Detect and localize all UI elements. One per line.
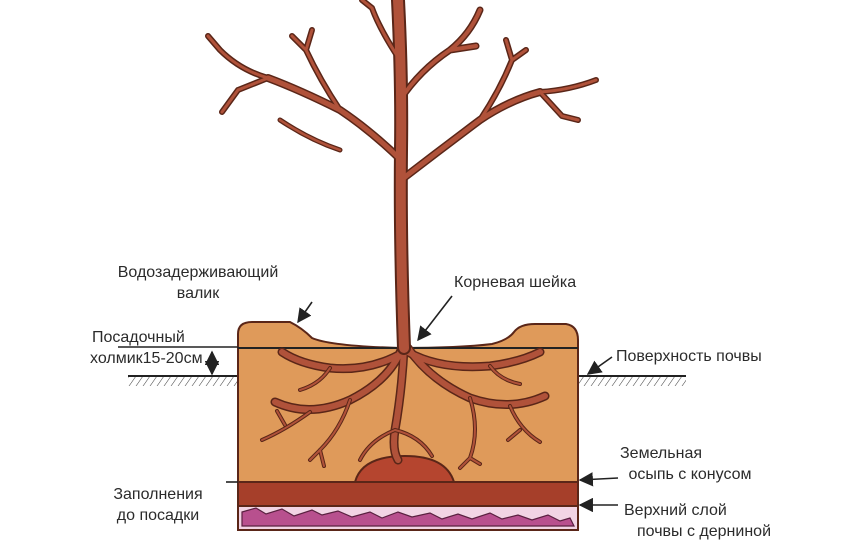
earth-cone-leader: [578, 472, 619, 487]
water-ridge-leader: [297, 301, 313, 324]
root-collar-leader: [417, 295, 453, 342]
water-ridge-label: Водозадерживающий валик: [96, 262, 300, 304]
water-ridge-label-line2: валик: [176, 285, 220, 302]
planting-mound-label-line1: Посадочный: [92, 329, 185, 346]
topsoil-label: Верхний слой почвы с дерниной: [616, 500, 792, 542]
topsoil-label-line1: Верхний слой: [624, 502, 727, 519]
earth-cone: [353, 454, 456, 483]
planting-mound-label-line2: холмик15-20см: [90, 350, 203, 367]
root-collar-label: Корневая шейка: [454, 274, 577, 291]
tree-roots: [260, 343, 550, 470]
fill-label-line2: до посадки: [116, 507, 200, 524]
fill-label: Заполнения до посадки: [96, 484, 220, 526]
planting-mound-label: Посадочный холмик15-20см: [90, 327, 203, 369]
soil-surface-leader: [586, 356, 613, 375]
leader-lines: [118, 295, 619, 513]
topsoil-label-line2: почвы с дерниной: [636, 523, 771, 540]
water-ridge-label-line1: Водозадерживающий: [117, 264, 279, 281]
sod-layer: [237, 505, 579, 531]
fill-label-line1: Заполнения: [113, 486, 203, 503]
soil-surface-label: Поверхность почвы: [616, 348, 762, 365]
earth-cone-label-line1: Земельная: [620, 445, 702, 462]
ground-surface: [128, 375, 686, 386]
tree-crown: [205, 0, 599, 355]
earth-cone-label: Земельная осыпь с конусом: [610, 443, 770, 485]
topsoil-layer: [237, 481, 579, 507]
earth-cone-label-line2: осыпь с конусом: [628, 466, 752, 483]
